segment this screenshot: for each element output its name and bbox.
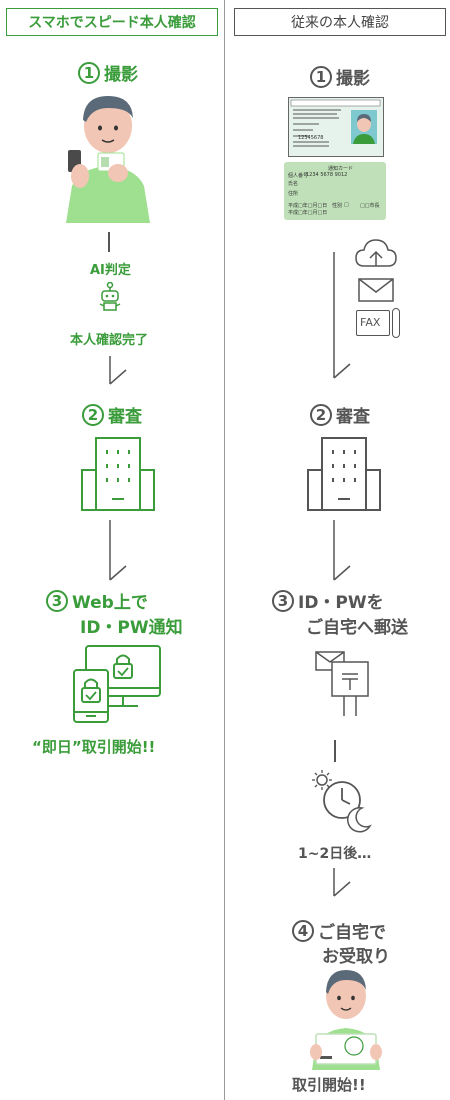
step3-line1: ID・PWを — [298, 593, 384, 613]
step4-heading: 4 ご自宅で — [292, 918, 386, 943]
wait-label: 1~2日後… — [298, 846, 372, 862]
devices-lock-icon — [72, 644, 164, 724]
connector-arrow — [330, 520, 352, 582]
step3-line2: ご自宅へ郵送 — [306, 618, 408, 638]
start-trading-label: 取引開始!! — [292, 1076, 366, 1094]
name-label: 氏名 — [288, 181, 299, 187]
notification-card-title: 通知カード — [328, 166, 354, 172]
fax-icon: FAX — [356, 310, 390, 336]
fax-handset-icon — [392, 308, 400, 338]
step1-label: 撮影 — [104, 65, 138, 85]
smartphone-header: スマホでスピード本人確認 — [6, 8, 218, 36]
connector-line — [334, 740, 336, 762]
clock-sun-moon-icon — [312, 770, 376, 834]
step3-heading: 3 ID・PWを — [272, 588, 384, 613]
drivers-license-card — [288, 97, 384, 157]
connector-line — [108, 232, 110, 252]
step1-heading: 1 撮影 — [310, 64, 370, 89]
step1-label: 撮影 — [336, 69, 370, 89]
connector-arrow — [106, 520, 128, 582]
step4-line2: お受取り — [322, 947, 390, 967]
verify-done-label: 本人確認完了 — [70, 333, 149, 348]
office-building-icon — [306, 436, 382, 512]
step1-number: 1 — [310, 65, 332, 88]
card-number-label: 個人番号 — [288, 173, 309, 179]
step3-heading: 3 Web上で — [46, 588, 148, 613]
same-day-result-label: “即日”取引開始!! — [32, 738, 156, 756]
step3-line1: Web上で — [72, 593, 148, 613]
person-with-phone-icon — [58, 88, 158, 223]
traditional-verification-column: 従来の本人確認 1 撮影 12345678 通知カード 個人番号 1234 56… — [226, 0, 450, 1100]
connector-arrow — [330, 252, 352, 380]
step4-number: 4 — [292, 919, 314, 942]
step2-number: 2 — [82, 403, 104, 426]
step2-number: 2 — [310, 403, 332, 426]
column-divider — [224, 0, 225, 1100]
sex-label: 性別 — [332, 203, 343, 209]
notification-card: 通知カード 個人番号 1234 5678 9012 氏名 住所 平成□年□月□日… — [284, 162, 386, 220]
sex-value: □ — [344, 202, 349, 208]
step1-number: 1 — [78, 61, 100, 84]
traditional-header: 従来の本人確認 — [234, 8, 446, 36]
step2-heading: 2 審査 — [310, 402, 370, 427]
connector-arrow — [106, 356, 128, 386]
step2-heading: 2 審査 — [82, 402, 142, 427]
fax-label: FAX — [360, 316, 381, 329]
step4-line1: ご自宅で — [318, 923, 386, 943]
step2-label: 審査 — [108, 407, 142, 427]
cloud-upload-icon — [354, 238, 398, 270]
step3-number: 3 — [272, 589, 294, 612]
ai-check-label: AI判定 — [90, 263, 131, 278]
person-holding-card-icon — [308, 966, 384, 1070]
step3-line2: ID・PW通知 — [80, 618, 183, 638]
license-number: 12345678 — [298, 135, 324, 141]
connector-arrow — [330, 868, 352, 898]
envelope-icon — [358, 278, 394, 302]
address-label: 住所 — [288, 191, 299, 197]
issuer-label: □□市長 — [360, 203, 380, 209]
office-building-icon — [80, 436, 156, 512]
issue-date-2: 平成□年□月□日 — [288, 210, 328, 216]
mailbox-icon — [314, 648, 378, 720]
step2-label: 審査 — [336, 407, 370, 427]
step3-number: 3 — [46, 589, 68, 612]
step1-heading: 1 撮影 — [78, 60, 138, 85]
issue-date-1: 平成□年□月□日 — [288, 203, 328, 209]
card-number: 1234 5678 9012 — [306, 172, 348, 178]
robot-icon — [98, 282, 122, 312]
smartphone-verification-column: スマホでスピード本人確認 1 撮影 AI判定 — [6, 8, 218, 756]
